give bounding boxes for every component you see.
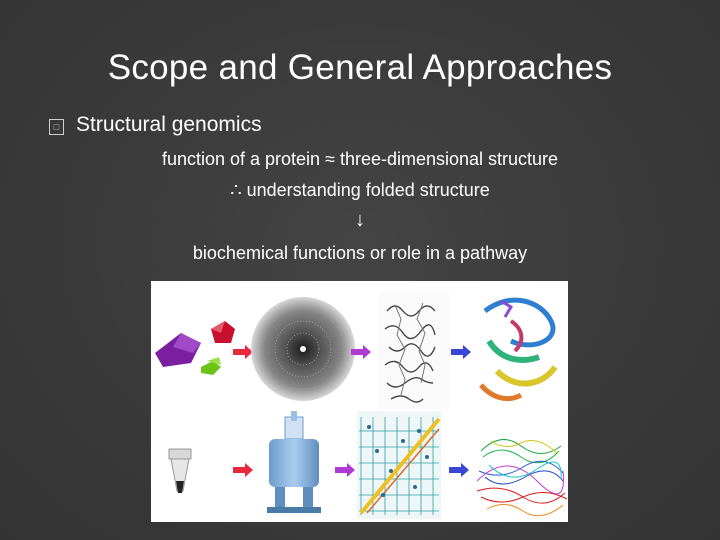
square-bullet-icon: □: [49, 119, 64, 135]
bullet-text: Structural genomics: [76, 113, 262, 136]
text-line-function: function of a protein ≈ three-dimensiona…: [161, 149, 559, 169]
arrow-icon: [233, 345, 253, 359]
arrow-icon: [335, 463, 355, 477]
arrow-icon: [451, 345, 471, 359]
ribbon-structure-image: [479, 297, 558, 402]
nmr-spectrum-image: [357, 411, 441, 519]
diffraction-pattern-image: [251, 291, 355, 409]
down-arrow-text: ↓: [355, 209, 365, 231]
arrow-icon: [351, 345, 371, 359]
slide-title: Scope and General Approaches: [107, 48, 613, 87]
text-line-biochemical: biochemical functions or role in a pathw…: [192, 243, 528, 263]
nmr-spectrometer-image: [267, 411, 321, 513]
sample-tube-image: [168, 448, 192, 493]
electron-density-image: [379, 291, 449, 409]
nmr-ensemble-image: [476, 439, 568, 517]
structure-determination-figure: [151, 281, 568, 522]
arrow-icon: [449, 463, 469, 477]
crystals-image: [155, 321, 235, 375]
arrow-icon: [233, 463, 253, 477]
bullet-item: □ Structural genomics: [49, 113, 262, 137]
text-line-understanding: ∴ understanding folded structure: [230, 180, 490, 200]
